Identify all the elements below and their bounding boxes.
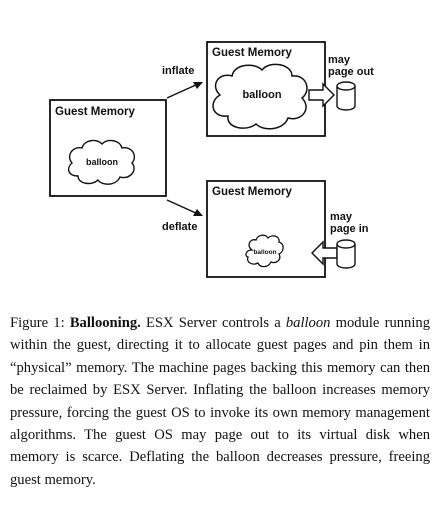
bottom-balloon: balloon [245, 234, 284, 268]
top-guest-memory-box: Guest Memory balloon [206, 41, 326, 137]
page-in-label-line2: page in [330, 223, 369, 235]
caption-text-1: ESX Server controls a [140, 315, 286, 331]
page-in-disk-icon [336, 239, 356, 269]
ballooning-figure: Guest Memory balloon Guest Memory balloo… [49, 41, 374, 278]
page-out-disk-icon [336, 81, 356, 111]
figure-caption: Figure 1: Ballooning. ESX Server control… [10, 312, 430, 491]
bottom-box-title: Guest Memory [212, 186, 292, 198]
left-balloon-label: balloon [86, 157, 118, 167]
top-balloon-label: balloon [242, 89, 281, 101]
inflate-label: inflate [162, 65, 194, 77]
caption-prefix: Figure 1: [10, 315, 70, 331]
deflate-label: deflate [162, 221, 197, 233]
page-in-arrow-icon [311, 240, 338, 266]
bottom-balloon-label: balloon [253, 249, 276, 256]
top-box-title: Guest Memory [212, 47, 292, 59]
inflate-arrow [166, 82, 203, 99]
top-balloon: balloon [212, 63, 308, 130]
left-box-title: Guest Memory [55, 106, 135, 118]
caption-emphasis: balloon [285, 315, 331, 331]
caption-lead: Ballooning. [69, 315, 141, 331]
page-out-arrow-icon [308, 82, 335, 108]
deflate-arrow [166, 199, 203, 216]
page-out-label-line1: may [328, 54, 351, 66]
left-balloon: balloon [67, 139, 136, 185]
caption-text-2: module running within the guest, directi… [10, 315, 430, 488]
bottom-guest-memory-box: Guest Memory balloon [206, 180, 326, 278]
page-out-label-line2: page out [328, 66, 374, 78]
left-guest-memory-box: Guest Memory balloon [49, 99, 167, 197]
page-in-label-line1: may [330, 211, 353, 223]
